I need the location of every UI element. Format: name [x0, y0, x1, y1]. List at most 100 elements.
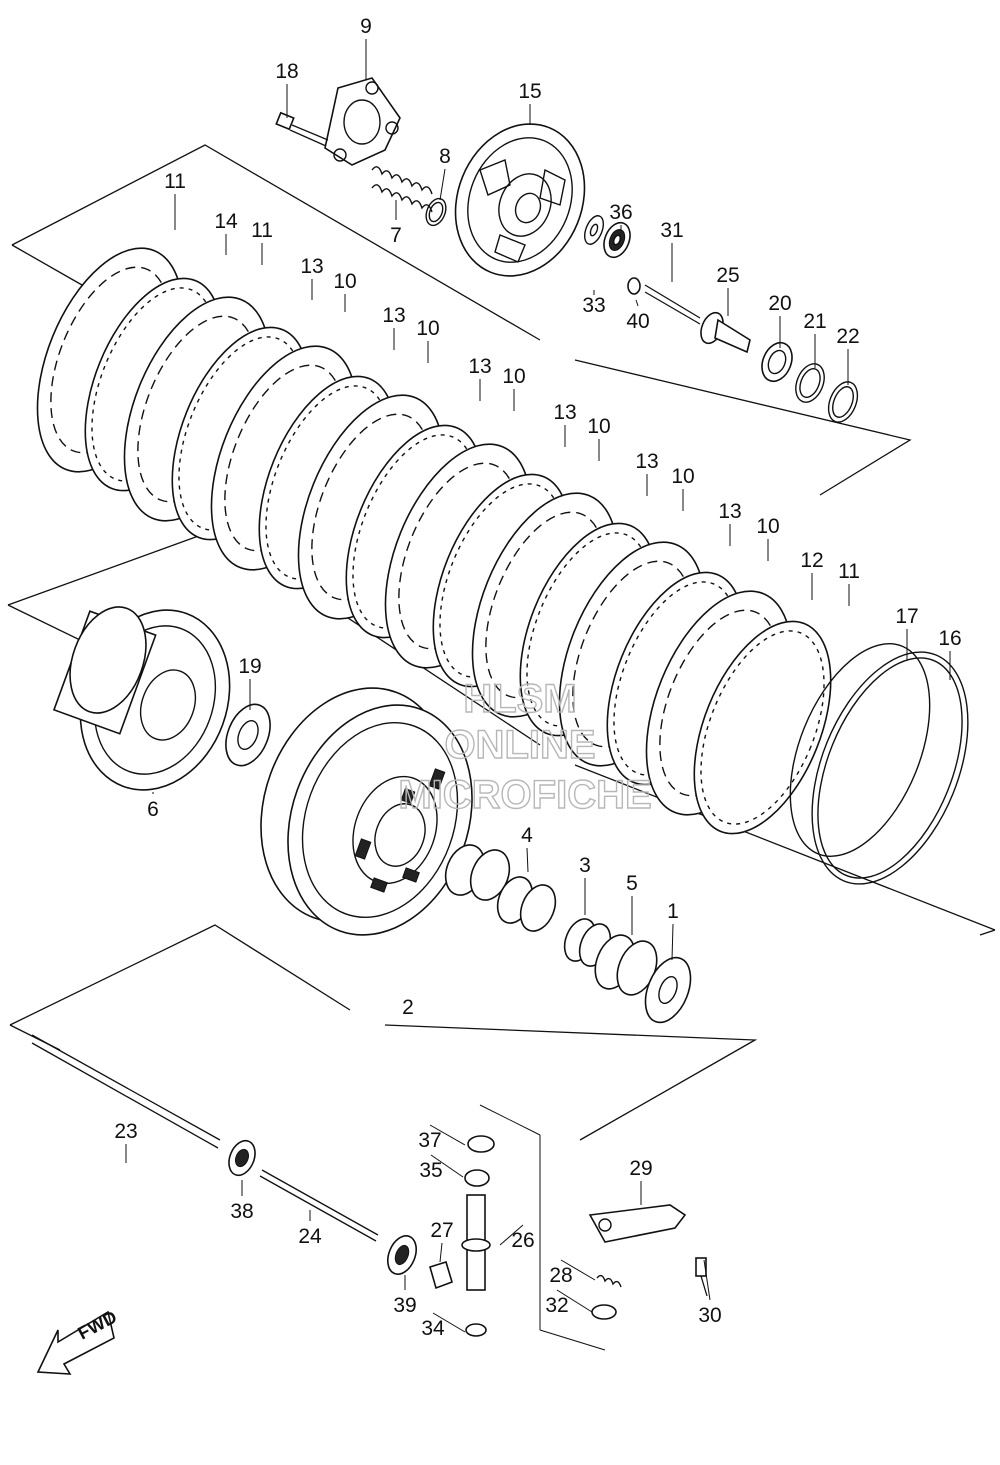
leader-26	[499, 1224, 524, 1246]
bearing-38	[228, 1139, 256, 1177]
callout-37: 37	[418, 1129, 441, 1152]
o-ring	[425, 197, 447, 227]
callout-36: 36	[609, 201, 632, 224]
callout-13: 13	[468, 355, 491, 378]
washer-32	[591, 1304, 617, 1320]
callout-39: 39	[393, 1294, 416, 1317]
callout-13: 13	[300, 255, 323, 278]
callout-14: 14	[214, 210, 238, 233]
top-group-frame	[11, 144, 912, 496]
callout-13: 13	[635, 450, 658, 473]
leader-30	[703, 1259, 711, 1301]
ring-16	[811, 651, 969, 885]
callout-21: 21	[803, 310, 826, 333]
leader-40	[635, 299, 639, 307]
callout-40: 40	[626, 310, 649, 333]
callout-11: 11	[251, 219, 273, 242]
callout-10: 10	[587, 415, 610, 438]
callout-20: 20	[768, 292, 791, 315]
forward-arrow	[36, 1310, 115, 1375]
bearing-39	[387, 1235, 417, 1275]
bolt	[275, 111, 329, 147]
leader-27	[439, 1242, 443, 1263]
ring-17	[789, 643, 931, 857]
callout-3: 3	[579, 854, 591, 877]
callout-30: 30	[698, 1304, 721, 1327]
callout-6: 6	[147, 798, 159, 821]
callout-26: 26	[511, 1229, 534, 1252]
callout-23: 23	[114, 1120, 137, 1143]
needle-bearing-4	[496, 876, 557, 932]
leader-1	[671, 923, 674, 961]
callout-16: 16	[938, 627, 961, 650]
callout-29: 29	[629, 1157, 652, 1180]
release-shaft	[461, 1104, 606, 1351]
watermark-line-3: MICROFICHE	[398, 773, 651, 817]
callout-8: 8	[439, 145, 451, 168]
callout-18: 18	[275, 60, 298, 83]
callout-38: 38	[230, 1200, 253, 1223]
washer-19	[225, 703, 271, 767]
leader-28	[560, 1259, 596, 1281]
callout-12: 12	[800, 549, 823, 572]
watermark-line-1: HLSM	[463, 677, 576, 721]
callout-13: 13	[382, 304, 405, 327]
dowel-27	[429, 1260, 453, 1290]
bolt-30	[695, 1257, 708, 1297]
callout-2: 2	[402, 996, 414, 1019]
callout-10: 10	[416, 317, 439, 340]
callout-9: 9	[360, 15, 372, 38]
needle-bearing-5	[594, 934, 658, 996]
callout-5: 5	[626, 872, 638, 895]
callout-4: 4	[521, 824, 533, 847]
callout-32: 32	[545, 1294, 568, 1317]
push-rod-23	[31, 1034, 221, 1149]
callout-31: 31	[660, 219, 683, 242]
rod-31	[644, 284, 701, 325]
callout-leaders	[125, 39, 951, 1333]
callout-13: 13	[553, 401, 576, 424]
callout-10: 10	[333, 270, 356, 293]
callout-22: 22	[836, 325, 859, 348]
clutch-spring	[371, 166, 433, 213]
callout-33: 33	[582, 294, 605, 317]
bearing-36	[603, 221, 631, 259]
callout-25: 25	[716, 264, 739, 287]
push-piece-25	[700, 311, 751, 354]
washer-21	[795, 363, 825, 403]
callout-10: 10	[671, 465, 694, 488]
watermark-line-2: ONLINE	[444, 723, 595, 767]
callout-17: 17	[895, 605, 918, 628]
callout-11: 11	[838, 560, 860, 583]
thrust-washer-1	[644, 956, 692, 1024]
leader-8	[439, 168, 446, 201]
steel-plate	[693, 620, 832, 835]
washer-22	[827, 381, 859, 423]
washer-33	[583, 215, 605, 245]
callout-10: 10	[756, 515, 779, 538]
spring-28	[596, 1274, 622, 1288]
spacer	[444, 844, 511, 901]
callout-28: 28	[549, 1264, 572, 1287]
leader-37	[429, 1124, 466, 1146]
callout-labels: 1234567891011121314151617181920212223242…	[114, 15, 961, 1340]
spring-plate	[324, 77, 401, 166]
callout-34: 34	[421, 1317, 445, 1340]
push-rod-24	[259, 1169, 379, 1242]
callout-10: 10	[502, 365, 525, 388]
leader-4	[526, 847, 529, 873]
clutch-plate-stack	[36, 247, 832, 835]
callout-1: 1	[667, 900, 679, 923]
callout-13: 13	[718, 500, 741, 523]
clutch-sleeve-hub	[52, 606, 231, 791]
callout-15: 15	[518, 80, 541, 103]
callout-24: 24	[298, 1225, 322, 1248]
pressure-plate	[454, 123, 586, 277]
callout-7: 7	[390, 224, 402, 247]
primary-driven-gear	[260, 687, 473, 936]
watermark: HLSM ONLINE MICROFICHE	[398, 676, 653, 817]
callout-11: 11	[164, 170, 186, 193]
nut-40	[627, 277, 641, 295]
